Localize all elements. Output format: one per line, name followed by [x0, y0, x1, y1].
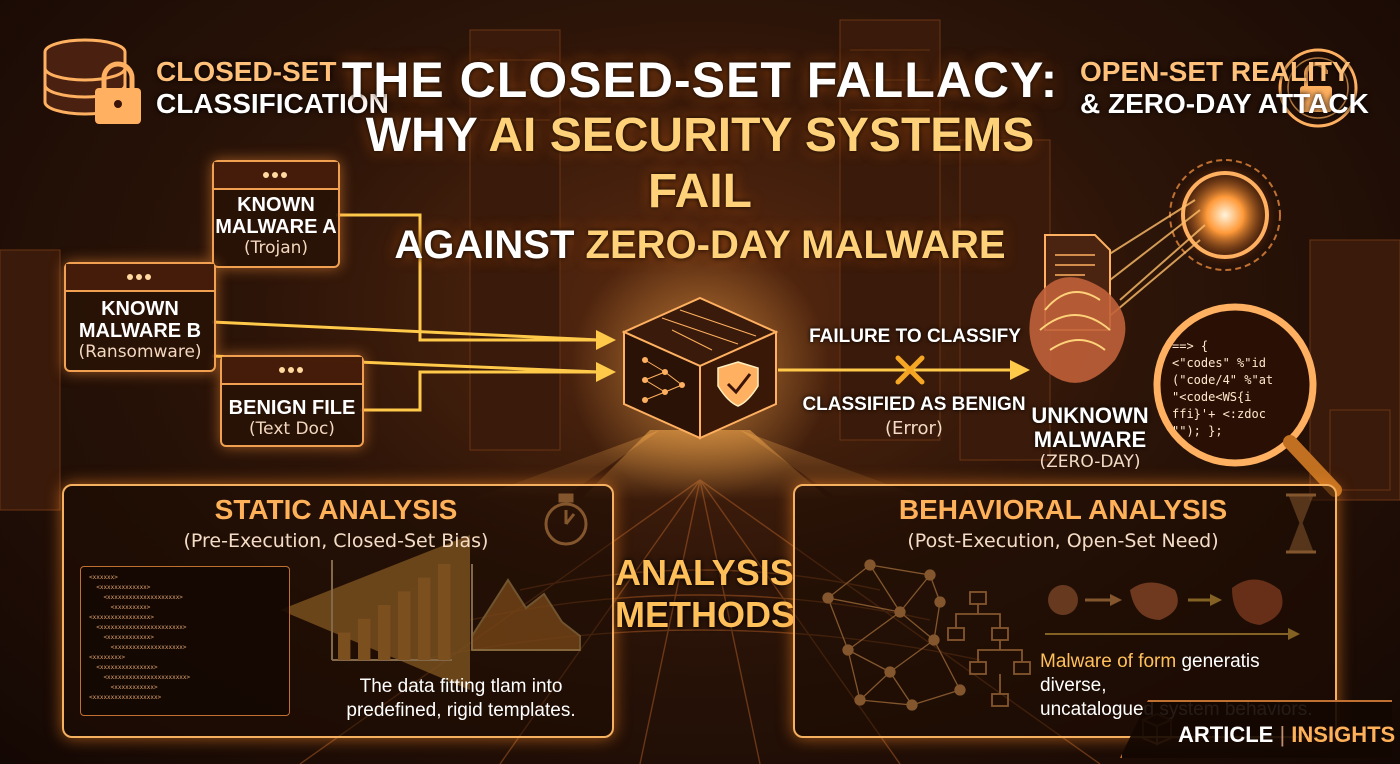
bar	[338, 632, 351, 660]
static-desc-line2: predefined, rigid templates.	[346, 700, 576, 721]
network-edge	[859, 671, 891, 701]
title-line2: WHY AI SECURITY SYSTEMS FAIL	[330, 108, 1070, 220]
code-window-text: <xxxxxx> <xxxxxxxxxxxxx> <xxxxxxxxxxxxxx…	[89, 574, 191, 701]
static-sub: (Pre-Execution, Closed-Set Bias)	[183, 530, 489, 552]
area-series	[471, 578, 581, 651]
failure-label: FAILURE TO CLASSIFY	[809, 326, 1021, 347]
network-node	[934, 596, 946, 608]
zero-day-document-icon	[1029, 234, 1126, 383]
magnifier-icon	[1153, 303, 1342, 497]
classified-benign-label: CLASSIFIED AS BENIGN	[802, 394, 1026, 415]
code-line: ""); };	[1172, 424, 1223, 438]
bar	[398, 591, 411, 660]
title-line3-prefix: AGAINST	[394, 223, 586, 267]
network-edge	[859, 699, 913, 706]
brand-left: ARTICLE	[1178, 722, 1274, 747]
behavioral-desc: Malware of form generatis diverse, uncat…	[1040, 650, 1330, 722]
behavioral-desc-highlight: Malware of form	[1040, 651, 1182, 672]
closed-set-label: CLOSED-SET CLASSIFICATION	[156, 56, 389, 120]
network-edge	[869, 564, 931, 576]
static-title: STATIC ANALYSIS	[214, 494, 458, 525]
title-line3: AGAINST ZERO-DAY MALWARE	[330, 220, 1070, 270]
known-malware-a-box: KNOWN MALWARE A (Trojan)	[212, 160, 340, 268]
analysis-methods-label: ANALYSIS METHODS	[615, 552, 795, 636]
network-node	[954, 684, 966, 696]
network-edge	[889, 671, 913, 706]
network-node	[842, 644, 854, 656]
title-line2-prefix: WHY	[365, 109, 489, 162]
ai-classifier-cube	[621, 296, 779, 440]
malware-a-sub: (Trojan)	[243, 238, 309, 258]
network-node	[822, 592, 834, 604]
closed-set-line1: CLOSED-SET	[156, 56, 337, 87]
unknown-malware-label: UNKNOWN MALWARE (ZERO-DAY)	[1020, 403, 1160, 473]
network-edge	[933, 639, 961, 691]
malware-b-label1: KNOWN	[101, 298, 179, 320]
malware-evolution-icon	[1048, 579, 1283, 625]
error-cross-icon	[895, 355, 925, 385]
unlocked-padlock-icon	[1278, 48, 1358, 128]
static-desc-line1: The data fitting tlam into	[359, 676, 563, 697]
unknown-line1: UNKNOWN	[1031, 403, 1149, 428]
magnifier-code: ==> { <"codes" %"id ("code/4" %"at "<cod…	[1172, 338, 1302, 440]
static-desc: The data fitting tlam into predefined, r…	[336, 675, 586, 723]
error-label: (Error)	[885, 418, 943, 439]
open-set-line1: OPEN-SET REALITY	[1080, 56, 1351, 87]
malware-a-label2: MALWARE A	[215, 216, 337, 238]
analysis-methods-line1: ANALYSIS	[615, 552, 794, 593]
code-window: <xxxxxx> <xxxxxxxxxxxxx> <xxxxxxxxxxxxxx…	[80, 566, 290, 716]
behavioral-sub: (Post-Execution, Open-Set Need)	[907, 530, 1219, 552]
network-node	[894, 606, 906, 618]
title-line3-highlight: ZERO-DAY MALWARE	[585, 223, 1006, 267]
bar	[418, 577, 431, 660]
portal-icon	[1169, 159, 1281, 271]
network-edge	[827, 597, 849, 651]
benign-file-label: BENIGN FILE	[228, 397, 356, 419]
malware-b-sub: (Ransomware)	[78, 342, 202, 362]
unknown-line3: (ZERO-DAY)	[1039, 452, 1141, 472]
network-edge	[899, 574, 931, 613]
brand-right: INSIGHTS	[1291, 722, 1396, 747]
network-node	[924, 569, 936, 581]
known-malware-b-box: KNOWN MALWARE B (Ransomware)	[64, 262, 216, 372]
bar	[378, 605, 391, 660]
code-line: "<code<WS{i	[1172, 390, 1252, 404]
bar	[438, 564, 451, 660]
code-line: ==> {	[1172, 339, 1209, 353]
code-line: <"codes" %"id	[1172, 356, 1266, 370]
network-edge	[933, 601, 941, 641]
network-edge	[911, 689, 961, 706]
bar	[358, 618, 371, 660]
behavioral-desc-line1: Malware of form generatis diverse,	[1040, 650, 1330, 698]
brand-separator: |	[1279, 722, 1286, 747]
title-line1: THE CLOSED-SET FALLACY:	[341, 52, 1059, 108]
title-line2-highlight: AI SECURITY SYSTEMS FAIL	[488, 109, 1035, 218]
analysis-methods-line2: METHODS	[615, 594, 795, 635]
benign-file-sub: (Text Doc)	[249, 419, 335, 439]
open-set-label: OPEN-SET REALITY & ZERO-DAY ATTACK	[1080, 56, 1369, 120]
network-edge	[827, 597, 901, 613]
database-lock-icon	[43, 38, 141, 124]
behavioral-title: BEHAVIORAL ANALYSIS	[898, 494, 1228, 525]
malware-a-label1: KNOWN	[237, 194, 315, 216]
unknown-line2: MALWARE	[1033, 427, 1147, 452]
network-node	[864, 559, 876, 571]
page-title: THE CLOSED-SET FALLACY: WHY AI SECURITY …	[330, 52, 1070, 270]
malware-b-label2: MALWARE B	[78, 320, 202, 342]
network-node	[884, 666, 896, 678]
network-node	[906, 699, 918, 711]
benign-file-box: BENIGN FILE (Text Doc)	[220, 355, 364, 447]
brand-label: ARTICLE | INSIGHTS	[1178, 722, 1395, 748]
network-edge	[847, 649, 891, 673]
behavioral-desc-line2: uncatalogued system behaviors.	[1040, 699, 1313, 720]
behavioral-desc-rest: generatis diverse,	[1040, 651, 1260, 696]
network-node	[854, 694, 866, 706]
code-line: ("code/4" %"at	[1172, 373, 1274, 387]
closed-set-line2: CLASSIFICATION	[156, 88, 389, 119]
network-node	[928, 634, 940, 646]
code-line: ffi}'+ <:zdoc	[1172, 407, 1266, 421]
open-set-line2: & ZERO-DAY ATTACK	[1080, 88, 1369, 119]
